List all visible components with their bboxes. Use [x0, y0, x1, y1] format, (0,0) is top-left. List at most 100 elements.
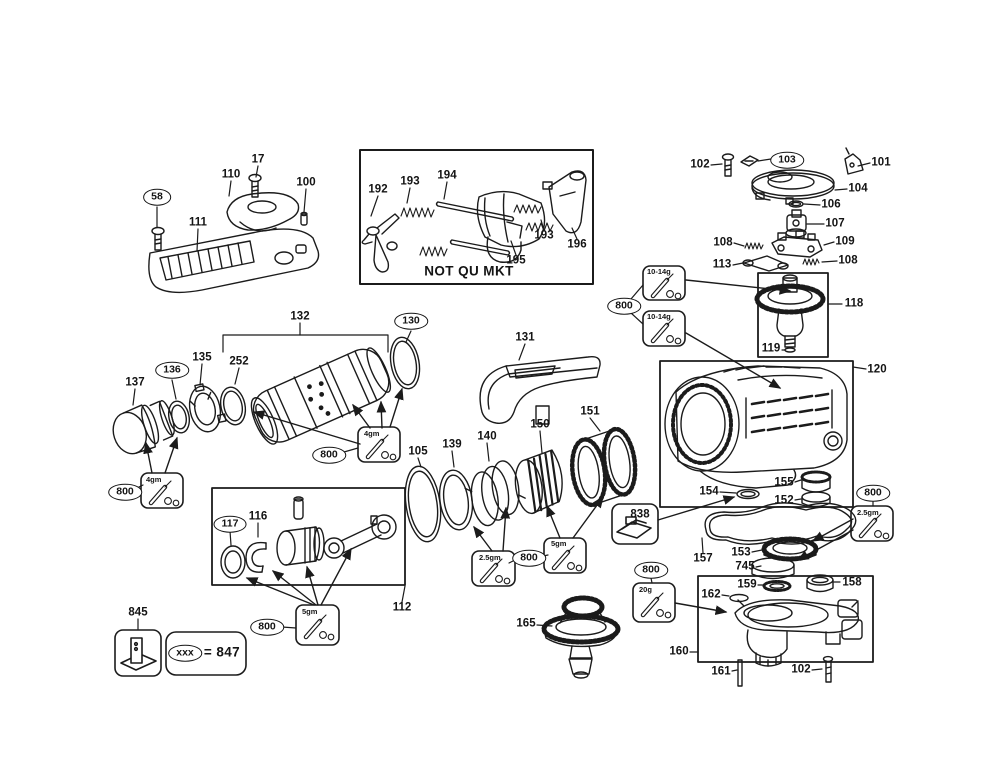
grease-tag-10-14g-a: 10-14g: [647, 267, 671, 276]
grease-tag-5gm-mid: 5gm: [551, 539, 567, 548]
gear-box-118-frame: [757, 272, 829, 358]
part-label-137: 137: [125, 376, 145, 389]
bracket-196-drawing: [542, 170, 587, 234]
wrist-pin-drawing: [293, 496, 304, 520]
screw-17-drawing: [248, 173, 262, 198]
part-label-100: 100: [296, 176, 316, 189]
ring-139-drawing: [438, 469, 474, 531]
note-box-frame: [359, 149, 594, 285]
part-label-159: 159: [737, 578, 757, 591]
part-label-135: 135: [192, 351, 212, 364]
ring-158-drawing: [806, 574, 834, 593]
cover-110-drawing: [226, 192, 300, 232]
circled-label-xxx: xxx: [168, 644, 202, 662]
grease-tag-5gm-rod: 5gm: [302, 607, 318, 616]
part-101-drawing: [844, 147, 864, 175]
ring-156-drawing: [751, 557, 795, 580]
part-label-119: 119: [761, 342, 781, 355]
part-label-192: 192: [368, 183, 388, 196]
part-label-107: 107: [825, 217, 845, 230]
ring-162-drawing: [729, 593, 749, 603]
part-label-112: 112: [392, 601, 412, 614]
part-label-157: 157: [693, 552, 713, 565]
gearcase-160-drawing: [734, 599, 863, 667]
rods-194-drawing: [435, 201, 515, 256]
part-label-104: 104: [848, 182, 868, 195]
grease-arrows: [143, 279, 854, 616]
part-label-108-left: 108: [713, 236, 733, 249]
grease-tube-icons: [148, 273, 890, 641]
oring-105-drawing: [404, 465, 442, 543]
cover-111-drawing: [148, 228, 320, 294]
part-label-102-top: 102: [690, 158, 710, 171]
part-100-drawing: [300, 211, 308, 226]
spring-108-left-drawing: [744, 242, 764, 250]
piston-cap-137-drawing: [112, 400, 175, 455]
oring-252-drawing: [219, 386, 247, 426]
part-label-118: 118: [844, 297, 864, 310]
note-box-text: NOT QU MKT: [424, 263, 514, 279]
part-label-111: 111: [189, 216, 207, 229]
part-label-101: 101: [871, 156, 891, 169]
screw-102-top-drawing: [721, 153, 735, 177]
part-label-153: 153: [731, 546, 751, 559]
part-label-845: 845: [128, 606, 148, 619]
grease-tag-2.5gm-mid: 2.5gm: [479, 553, 501, 562]
part-label-152: 152: [774, 494, 794, 507]
bearing-159-drawing: [762, 580, 792, 592]
oring-106-drawing: [788, 200, 804, 208]
circled-label-800-cyl: 800: [312, 446, 346, 464]
snap-ring-116-drawing: [245, 541, 267, 573]
motor-housing-120-drawing: [664, 365, 848, 489]
grease-tag-10-14g-b: 10-14g: [647, 312, 671, 321]
clip-838-box: [611, 503, 659, 545]
part-label-193-left: 193: [400, 175, 420, 188]
circled-label-136: 136: [155, 361, 189, 379]
part-label-110: 110: [221, 168, 241, 181]
pin-161-drawing: [737, 659, 743, 687]
grease-tag-4gm-b: 4gm: [146, 475, 162, 484]
grease-tag-20g: 20g: [639, 585, 652, 594]
circled-label-800-gear: 800: [607, 297, 641, 315]
grease-tag-2.5gm-right: 2.5gm: [857, 508, 879, 517]
circled-label-800-rod: 800: [250, 618, 284, 636]
leader-lines: [132, 158, 874, 672]
part-label-165: 165: [516, 617, 536, 630]
oring-117-drawing: [220, 545, 246, 579]
spring-108-right-drawing: [802, 258, 820, 266]
piston-box-112-frame: [211, 487, 406, 586]
key-103-drawing: [740, 155, 759, 167]
lever-113-drawing: [742, 255, 789, 272]
part-label-139: 139: [442, 438, 462, 451]
bearing-155-drawing: [800, 470, 832, 493]
part-label-158: 158: [842, 576, 862, 589]
part-label-102-bottom: 102: [791, 663, 811, 676]
ratchet-rings-151-drawing: [569, 426, 638, 508]
bevel-gear-165-drawing: [541, 595, 621, 679]
gear-sleeve-150-drawing: [514, 449, 563, 515]
part-label-132: 132: [290, 310, 310, 323]
housing-box-120-frame: [659, 360, 854, 508]
circled-label-800-right: 800: [856, 484, 890, 502]
shell-131-drawing: [479, 355, 601, 425]
part-label-116: 116: [248, 510, 268, 523]
part-label-194: 194: [437, 169, 457, 182]
part-label-196: 196: [567, 238, 587, 251]
spring-193-left-drawing: [400, 207, 448, 257]
gear-153-drawing: [761, 536, 819, 562]
circled-label-800-piston-rings: 800: [108, 483, 142, 501]
part-label-150: 150: [530, 418, 550, 431]
part-label-113: 113: [712, 258, 732, 271]
part-label-131: 131: [515, 331, 535, 344]
part-label-195: 195: [506, 254, 526, 267]
shift-fork-192-drawing: [361, 213, 400, 273]
part-label-17: 17: [251, 153, 265, 166]
part-label-105: 105: [408, 445, 428, 458]
washer-119-drawing: [784, 347, 796, 353]
chisel-845-box: [114, 629, 162, 677]
gear-118-drawing: [754, 274, 826, 348]
body-195-drawing: [476, 190, 546, 263]
oring-136-drawing: [167, 400, 191, 434]
